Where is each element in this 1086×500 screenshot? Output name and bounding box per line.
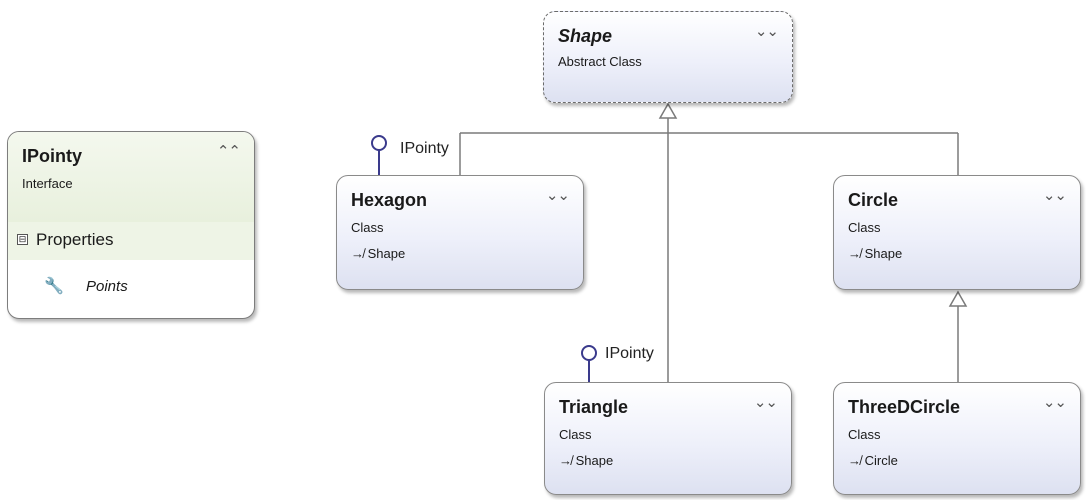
class-name: Circle xyxy=(848,190,899,210)
base-class: ↛ Shape xyxy=(351,246,405,261)
inherit-arrow-icon: ↛ xyxy=(559,453,572,468)
inherit-arrow-icon: ↛ xyxy=(351,246,364,261)
lollipop-hexagon xyxy=(371,135,387,151)
base-class: ↛ Shape xyxy=(559,453,613,468)
class-name: Hexagon xyxy=(351,190,428,210)
section-label: Properties xyxy=(36,230,114,249)
class-name: ThreeDCircle xyxy=(848,397,961,417)
class-name: Shape xyxy=(558,26,613,46)
base-class-name: Shape xyxy=(864,246,903,261)
double-chevron-down-icon[interactable]: ⌄⌄ xyxy=(1042,187,1067,204)
double-chevron-down-icon[interactable]: ⌄⌄ xyxy=(545,187,570,204)
class-name: Triangle xyxy=(559,397,629,417)
class-stereotype: Class xyxy=(351,220,384,235)
double-chevron-down-icon[interactable]: ⌄⌄ xyxy=(753,394,778,411)
double-chevron-down-icon[interactable]: ⌄⌄ xyxy=(1042,394,1067,411)
interface-header xyxy=(8,132,254,222)
class-triangle[interactable]: Triangle Class ↛ Shape ⌄⌄ xyxy=(544,382,792,495)
base-class-name: Shape xyxy=(367,246,406,261)
base-class: ↛ Circle xyxy=(848,453,898,468)
double-chevron-up-icon[interactable]: ⌃⌃ xyxy=(216,143,241,160)
class-stereotype: Class xyxy=(848,220,881,235)
properties-section: ⊟ Properties xyxy=(8,222,254,260)
collapse-toggle-icon[interactable]: ⊟ xyxy=(17,234,28,245)
wrench-icon: 🔧 xyxy=(44,278,64,295)
generalization-arrowhead xyxy=(658,102,678,119)
class-circle[interactable]: Circle Class ↛ Shape ⌄⌄ xyxy=(833,175,1081,290)
base-class-name: Circle xyxy=(864,453,898,468)
inherit-arrow-icon: ↛ xyxy=(848,453,861,468)
lollipop-triangle xyxy=(581,345,597,361)
class-hexagon[interactable]: Hexagon Class ↛ Shape ⌄⌄ xyxy=(336,175,584,290)
double-chevron-down-icon[interactable]: ⌄⌄ xyxy=(754,23,779,40)
class-stereotype: Abstract Class xyxy=(558,54,642,69)
interface-ipointy[interactable]: IPointy Interface ⌃⌃ ⊟ Properties 🔧 Poin… xyxy=(7,131,255,319)
base-class: ↛ Shape xyxy=(848,246,902,261)
interface-stereotype: Interface xyxy=(22,176,73,191)
generalization-arrowhead xyxy=(948,290,968,307)
class-stereotype: Class xyxy=(848,427,881,442)
lollipop-label-triangle: IPointy xyxy=(605,345,654,362)
class-stereotype: Class xyxy=(559,427,592,442)
class-threedcircle[interactable]: ThreeDCircle Class ↛ Circle ⌄⌄ xyxy=(833,382,1081,495)
inherit-arrow-icon: ↛ xyxy=(848,246,861,261)
property-points: Points xyxy=(86,278,128,295)
lollipop-label-hexagon: IPointy xyxy=(400,140,449,157)
class-shape[interactable]: Shape Abstract Class ⌄⌄ xyxy=(543,11,793,103)
base-class-name: Shape xyxy=(575,453,614,468)
interface-name: IPointy xyxy=(22,146,83,166)
